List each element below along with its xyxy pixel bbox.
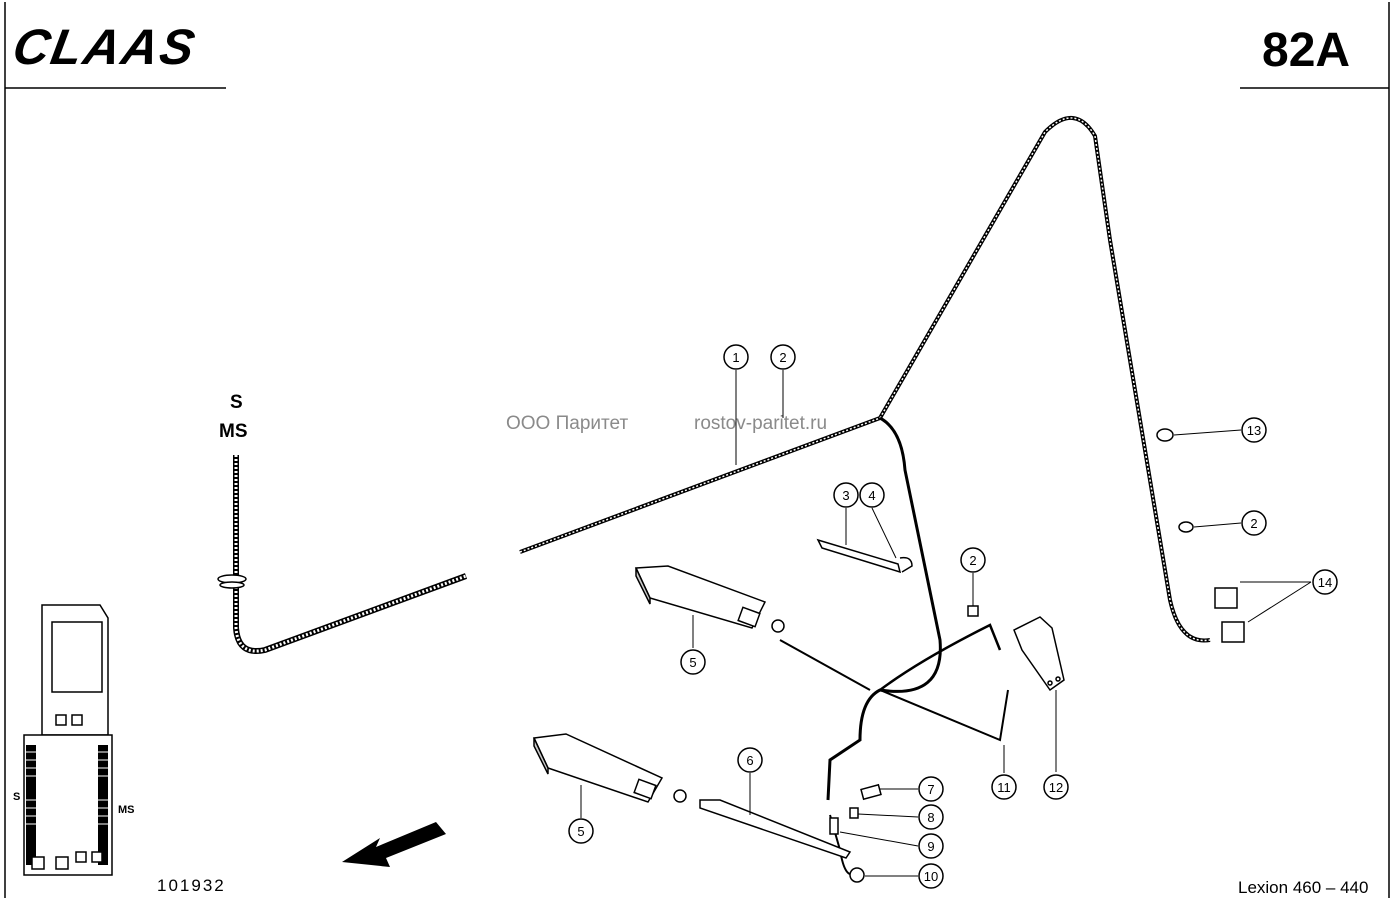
callout-label: 3: [842, 488, 849, 503]
connectors-14: [1214, 587, 1245, 643]
claas-logo: CLAAS: [9, 18, 201, 75]
cable-harness: [233, 115, 1211, 876]
callout-2: 2: [1241, 510, 1267, 536]
callout-2: 2: [770, 344, 796, 370]
callout-12: 12: [1043, 774, 1069, 800]
callout-label: 5: [689, 655, 696, 670]
marker-s: S: [230, 392, 243, 413]
callout-label: 13: [1247, 423, 1261, 438]
watermark-site: rostov-paritet.ru: [694, 413, 827, 434]
callout-label: 2: [1250, 516, 1257, 531]
callout-5: 5: [680, 649, 706, 675]
leader-lines: [580, 370, 1312, 877]
callout-label: 4: [868, 488, 875, 503]
page-number: 82A: [1262, 24, 1350, 77]
callout-10: 10: [918, 863, 944, 889]
callout-circle: [723, 344, 749, 370]
callout-circle: [1043, 774, 1069, 800]
callout-circle: [680, 649, 706, 675]
callout-label: 6: [746, 753, 753, 768]
marker-ms: MS: [219, 421, 248, 442]
callout-5: 5: [568, 818, 594, 844]
machine-locator-inset: [23, 604, 113, 876]
callout-circle: [737, 747, 763, 773]
callout-label: 11: [997, 780, 1011, 795]
callout-circle: [1312, 569, 1338, 595]
locator-ms-label: MS: [118, 804, 135, 816]
drawing-number: 101932: [157, 876, 226, 895]
callout-circle: [1241, 417, 1267, 443]
callout-8: 8: [918, 804, 944, 830]
callout-circle: [960, 547, 986, 573]
callout-circle: [918, 776, 944, 802]
watermark-company: ООО Паритет: [506, 413, 628, 434]
callout-circle: [1241, 510, 1267, 536]
callout-7: 7: [918, 776, 944, 802]
locator-s-label: S: [13, 791, 20, 803]
bracket-12: [1013, 616, 1065, 692]
callout-label: 1: [732, 350, 739, 365]
callout-6: 6: [737, 747, 763, 773]
rail-6: [699, 799, 852, 859]
callout-label: 7: [927, 782, 934, 797]
grommet: [217, 574, 247, 589]
callout-label: 2: [779, 350, 786, 365]
callout-label: 9: [927, 839, 934, 854]
callout-2: 2: [960, 547, 986, 573]
callout-circle: [918, 833, 944, 859]
page-frame: [4, 2, 1390, 898]
control-box-upper: [634, 565, 785, 633]
callout-label: 12: [1049, 780, 1063, 795]
callout-9: 9: [918, 833, 944, 859]
callout-label: 2: [969, 553, 976, 568]
callout-circle: [918, 804, 944, 830]
callout-circle: [770, 344, 796, 370]
callout-label: 10: [924, 869, 938, 884]
callout-14: 14: [1312, 569, 1338, 595]
callout-4: 4: [859, 482, 885, 508]
callout-circle: [568, 818, 594, 844]
callout-13: 13: [1241, 417, 1267, 443]
callout-11: 11: [991, 774, 1017, 800]
callout-label: 8: [927, 810, 934, 825]
callout-circle: [833, 482, 859, 508]
direction-arrow-icon: [342, 822, 446, 867]
callout-circle: [991, 774, 1017, 800]
callout-3: 3: [833, 482, 859, 508]
model-designation: Lexion 460 – 440: [1238, 878, 1368, 897]
callout-label: 14: [1318, 575, 1332, 590]
bracket-3-4: [816, 538, 913, 574]
callout-circle: [918, 863, 944, 889]
callout-circle: [859, 482, 885, 508]
control-box-lower: [532, 733, 687, 803]
callout-1: 1: [723, 344, 749, 370]
callout-label: 5: [577, 824, 584, 839]
